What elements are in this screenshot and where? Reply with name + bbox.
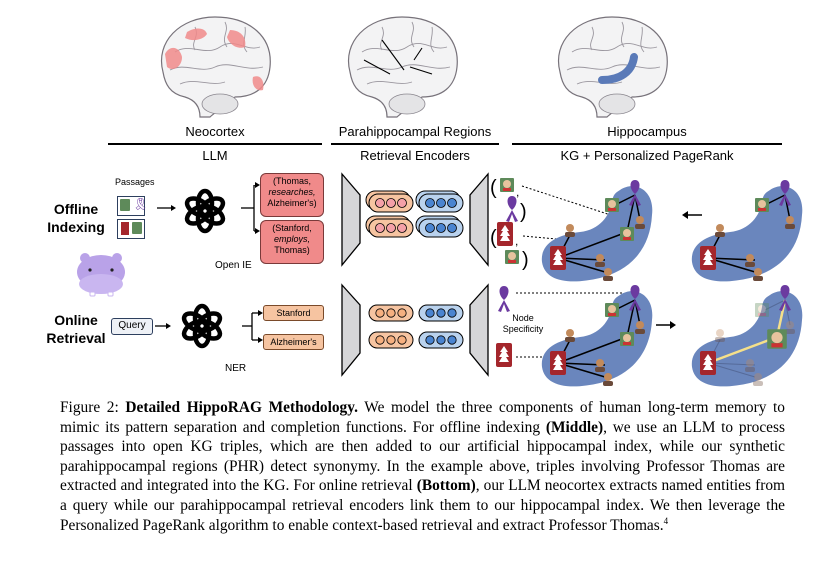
stanford-logo-icon [497,222,513,246]
encoder-output-trapezoid [469,172,489,267]
header-rule [512,143,782,145]
embedding-vector-red [368,331,414,349]
open-ie-label: Open IE [215,260,252,271]
triple-relation: employs, [273,234,310,244]
row-label-online-retrieval: Online Retrieval [40,311,112,347]
row-label-line: Online [54,312,98,328]
triple-object: Alzheimer's) [267,198,317,208]
parahippocampal-brain-icon [347,16,458,118]
embedding-vector-red [365,190,414,213]
embedding-vector-red [368,304,414,322]
kg-blob-original [691,180,803,282]
person-icon [120,199,130,211]
entity-stanford: Stanford [263,305,324,321]
passage-thomas-ribbon: 🎗 [117,196,149,216]
online-arrows [155,310,263,343]
column-component-kg-ppr: KG + Personalized PageRank [560,148,734,163]
column-component-llm: LLM [202,148,228,163]
stanford-logo-icon [496,343,512,367]
purple-ribbon-icon: 🎗 [133,197,149,211]
paren-close: ) [522,249,529,271]
node-specificity-line: Specificity [502,324,544,334]
embedding-vector-blue [415,190,464,213]
header-rule [108,143,322,145]
hippocampus-brain-icon [557,16,668,118]
encoder-input-trapezoid [341,283,361,377]
embedding-vector-blue [418,304,464,322]
openai-llm-logo-icon [181,303,223,349]
triple-thomas-researches-alzheimers: (Thomas, researches, Alzheimer's) [260,173,324,217]
node-specificity-line: Node [512,313,534,323]
kg-blob-updated [541,180,653,282]
ner-label: NER [225,363,247,374]
node-specificity-label: Node Specificity [495,313,551,335]
column-component-retrieval-encoders: Retrieval Encoders [360,148,470,163]
thomas-person-icon [500,178,514,192]
passages-label: Passages [115,177,155,187]
row-label-line: Retrieval [46,330,106,346]
comma: , [516,185,519,199]
thomas-person-icon [505,250,519,264]
row-label-line: Indexing [47,219,105,235]
retrieval-encoders [341,172,489,377]
paren-open: ( [490,227,497,249]
brain-illustrations [160,16,668,118]
caption-title: Detailed HippoRAG Methodology. [125,399,358,416]
hippo-mascot-icon [77,253,125,297]
header-rule [331,143,499,145]
caption-prefix: Figure 2: [60,399,126,416]
alzheimers-ribbon-icon [506,196,518,222]
alzheimers-ribbon-icon [498,286,510,312]
kg-blob-ppr-result [691,285,803,387]
encoder-output-trapezoid [469,283,489,377]
caption-text: We model the three components of human l… [60,399,785,436]
caption-middle-ref: (Middle) [545,418,604,436]
query-box: Query [111,318,153,335]
embedding-vector-blue [415,215,464,238]
triple-subject: (Stanford, [272,223,312,233]
arrowheads [255,182,260,234]
caption-bottom-ref: (Bottom) [416,477,476,495]
embedding-vector-blue [418,331,464,349]
column-region-neocortex: Neocortex [185,124,245,139]
caption-text: , we use an LLM to process passages into… [60,418,785,495]
kg-blob-query [541,285,653,387]
triple-relation: researches, [268,187,316,197]
figure-caption: Figure 2: Detailed HippoRAG Methodology.… [60,398,785,535]
row-label-offline-indexing: Offline Indexing [40,200,112,236]
stanford-logo-icon [121,222,129,235]
comma: , [515,234,518,248]
hippocampus-kg: ( , ) ( , ) [490,177,803,387]
entity-alzheimers: Alzheimer's [263,334,324,350]
caption-text: , our LLM neocortex extracts named entit… [60,477,785,534]
triple-subject: (Thomas, [272,176,311,186]
neocortex-brain-icon [160,16,271,118]
triple-stanford-employs-thomas: (Stanford, employs, Thomas) [260,220,324,264]
paren-open: ( [490,177,497,199]
column-region-parahippocampal: Parahippocampal Regions [338,124,492,139]
openai-llm-logo-icon [184,188,226,234]
column-region-hippocampus: Hippocampus [607,124,687,139]
passage-stanford-thomas [117,219,145,239]
footnote-mark[interactable]: 4 [663,515,669,526]
embedding-vector-red [365,215,414,238]
triple-object: Thomas) [274,245,310,255]
person-icon [132,222,142,234]
row-label-line: Offline [53,201,99,217]
paren-close: ) [520,201,527,223]
encoder-input-trapezoid [341,172,361,267]
